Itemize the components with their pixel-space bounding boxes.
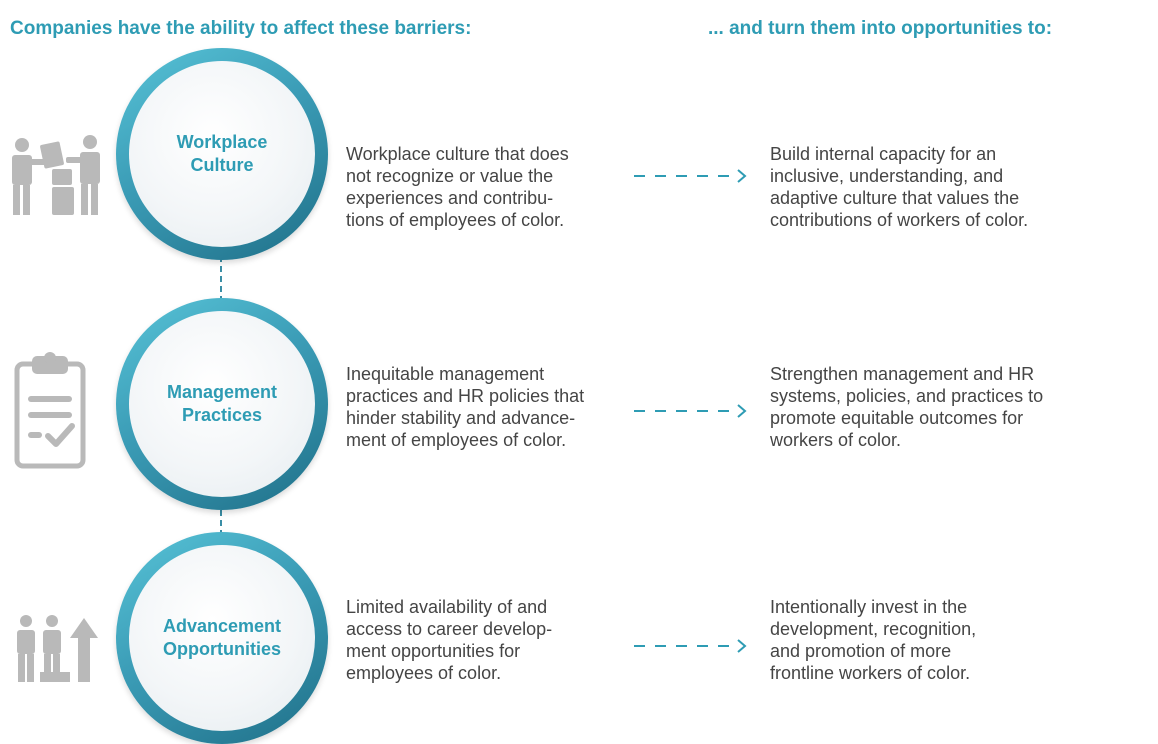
arrow-right-icon xyxy=(634,639,747,653)
workplace-culture-circle-inner: Workplace Culture xyxy=(129,61,315,247)
management-practices-circle: Management Practices xyxy=(116,298,328,510)
connector-line-2 xyxy=(220,490,222,546)
opportunity-text-management-practices: Strengthen management and HR systems, po… xyxy=(770,364,1044,450)
management-practices-label: Management Practices xyxy=(166,382,278,425)
workplace-culture-circle: Workplace Culture xyxy=(116,48,328,260)
people-working-icon xyxy=(12,135,100,215)
workplace-culture-label: Workplace Culture xyxy=(176,132,268,175)
barrier-text-advancement-opportunities: Limited availability of and access to ca… xyxy=(346,597,553,683)
barrier-text-management-practices: Inequitable management practices and HR … xyxy=(346,364,585,450)
clipboard-checklist-icon xyxy=(14,352,86,469)
arrow-right-icon xyxy=(634,404,747,418)
advancement-opportunities-circle: Advancement Opportunities xyxy=(116,532,328,744)
left-column-heading: Companies have the ability to affect the… xyxy=(10,18,472,39)
advancement-opportunities-label: Advancement Opportunities xyxy=(162,616,282,659)
opportunity-text-advancement-opportunities: Intentionally invest in the development,… xyxy=(770,597,977,683)
management-practices-circle-inner: Management Practices xyxy=(129,311,315,497)
right-column-heading: ... and turn them into opportunities to: xyxy=(708,18,1053,39)
barrier-text-workplace-culture: Workplace culture that does not recogniz… xyxy=(346,144,569,230)
people-advancement-icon xyxy=(17,615,98,682)
arrow-right-icon xyxy=(634,169,747,183)
connector-line-1 xyxy=(220,256,222,312)
opportunity-text-workplace-culture: Build internal capacity for an inclusive… xyxy=(770,144,1029,230)
advancement-opportunities-circle-inner: Advancement Opportunities xyxy=(129,545,315,731)
